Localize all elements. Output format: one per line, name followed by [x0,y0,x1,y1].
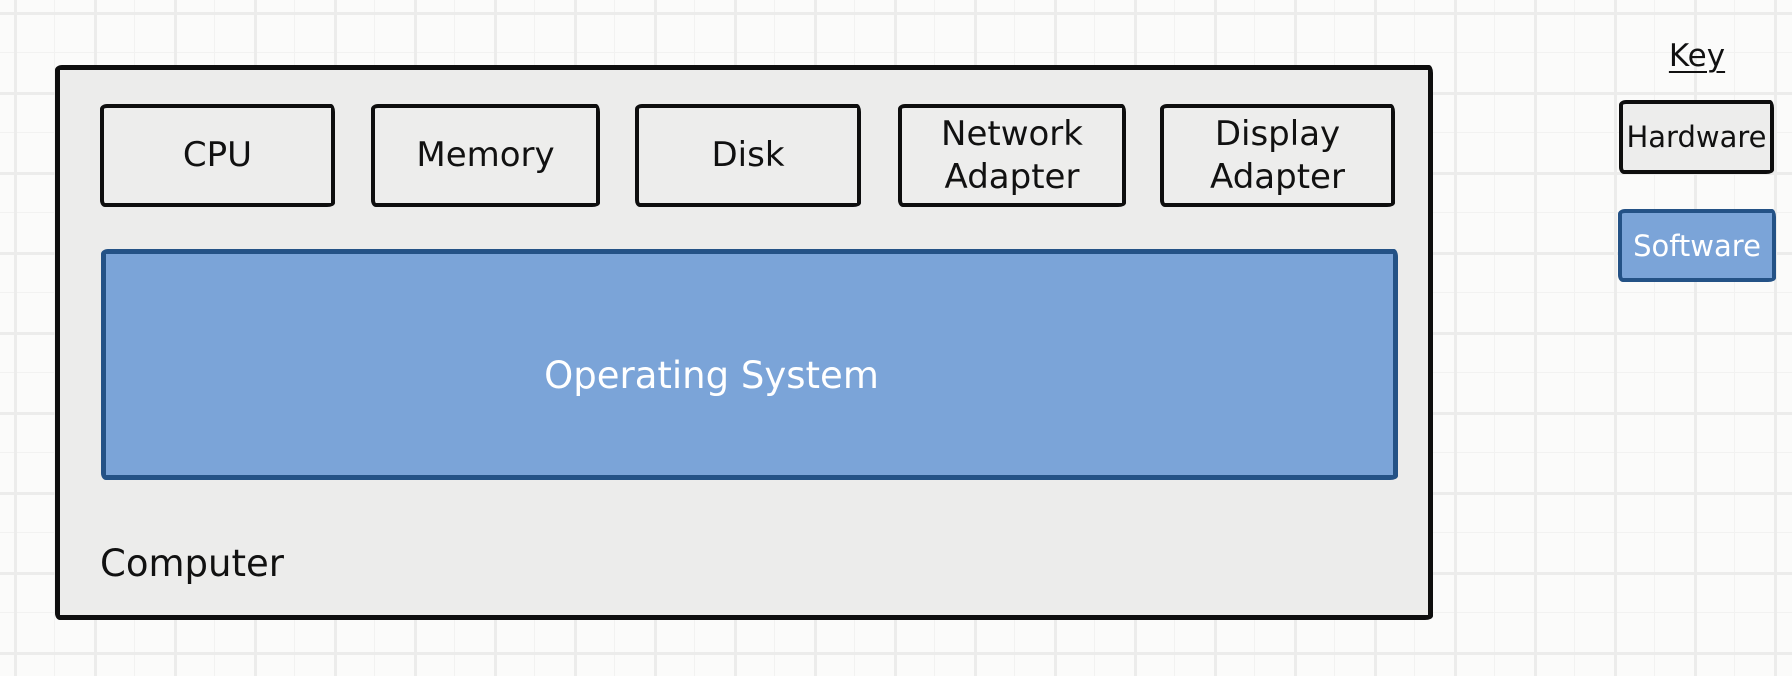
key-hardware-box: Hardware [1619,100,1774,174]
cpu-box: CPU [100,104,335,207]
computer-box: CPU Memory Disk Network Adapter Display … [55,65,1433,620]
operating-system-box: Operating System [101,249,1398,480]
network-adapter-box: Network Adapter [898,104,1126,207]
key-software-box: Software [1618,209,1776,282]
display-adapter-box: Display Adapter [1160,104,1395,207]
computer-label: Computer [100,542,284,585]
display-adapter-label: Display Adapter [1210,114,1345,197]
memory-box: Memory [371,104,600,207]
disk-box: Disk [635,104,861,207]
memory-label: Memory [416,135,555,176]
key-title: Key [1668,38,1726,74]
cpu-label: CPU [182,135,253,176]
key-software-label: Software [1633,228,1761,263]
operating-system-label: Operating System [544,354,879,397]
network-adapter-label: Network Adapter [941,114,1083,197]
key-hardware-label: Hardware [1626,120,1767,154]
disk-label: Disk [711,135,785,176]
